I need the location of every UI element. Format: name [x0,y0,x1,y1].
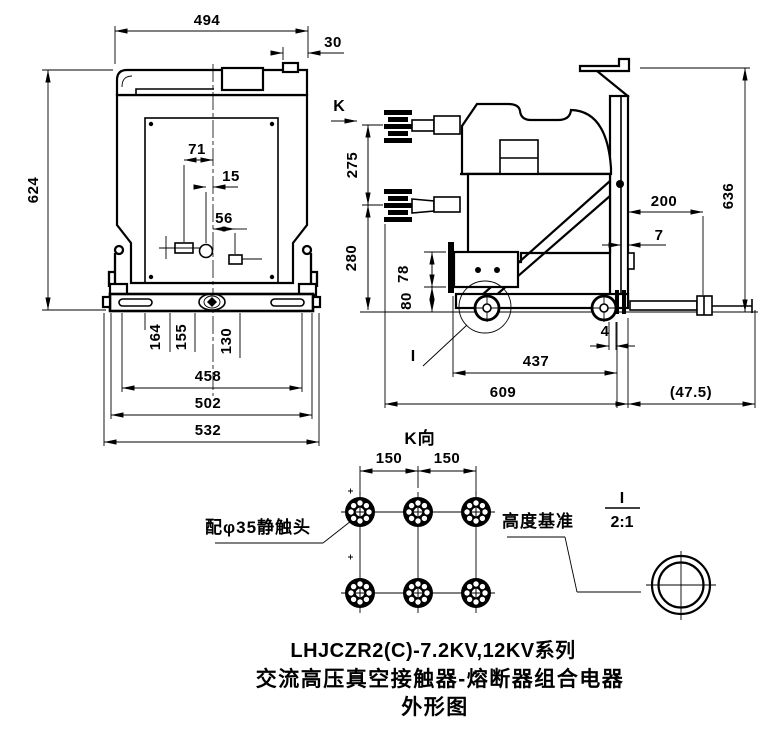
dim-200: 200 [651,193,678,210]
lower-bracket [452,250,520,289]
static-contact-label: 配φ35静触头 [205,517,311,537]
wheel-left [473,294,501,322]
k-view-label: K向 [404,428,435,448]
dim-4: 4 [601,323,610,340]
height-datum-label: 高度基准 [502,511,574,531]
dim-80: 80 [398,292,415,310]
front-top-clip [281,61,300,74]
dim-502: 502 [195,395,222,412]
title-line2: 交流高压真空接触器-熔断器组合电器 [256,667,625,691]
front-top-box [220,66,265,92]
front-view-dimensions: 494 30 624 71 15 56 [25,12,344,446]
title-block: LHJCZR2(C)-7.2KV,12KV系列 交流高压真空接触器-熔断器组合电… [256,639,625,719]
view-arrow-K: K [333,98,345,115]
dim-56: 56 [215,210,233,227]
title-line3: 外形图 [401,695,469,719]
detail-circle-I [458,280,512,334]
dim-636: 636 [720,183,737,210]
dim-609: 609 [490,384,517,401]
dim-275: 275 [344,152,361,179]
dim-150-left: 150 [376,450,403,467]
detail-scale: 2:1 [610,514,633,531]
dim-532: 532 [195,422,222,439]
dim-437: 437 [523,353,550,370]
dim-7: 7 [655,227,664,244]
dim-47-5: (47.5) [670,384,712,401]
wheel-right [590,294,618,322]
rail-slot-right [270,298,305,307]
front-top-bar [115,68,309,97]
handle-rod [629,295,753,316]
mount-hook-right [297,244,319,297]
dim-150-right: 150 [434,450,461,467]
bottom-view-k: K向 150 150 配φ35静触头 高度基准 [205,428,641,613]
panel-bolt [616,180,624,188]
panel-components [159,236,262,265]
middle-block [466,172,612,264]
dim-71: 71 [188,141,206,158]
dim-155: 155 [173,324,190,351]
dim-280: 280 [343,245,360,272]
lower-terminal [384,189,461,222]
dim-458: 458 [195,368,222,385]
side-view: K [331,57,758,408]
detail-label: I [620,490,624,507]
dim-164: 164 [147,324,164,351]
dim-494: 494 [194,12,221,29]
dim-30: 30 [324,34,342,51]
mount-hook-left [107,244,129,297]
front-body-outline [115,93,309,285]
rail-center-emblem [198,293,226,311]
rear-panel [608,94,630,302]
dim-624: 624 [25,177,42,204]
dim-78: 78 [395,265,412,283]
front-view: 494 30 624 71 15 56 [25,12,344,446]
rail-slot-left [118,298,153,307]
title-line1: LHJCZR2(C)-7.2KV,12KV系列 [290,639,575,662]
dim-130: 130 [218,328,235,355]
upper-terminal [384,110,461,143]
dim-15: 15 [222,168,240,185]
front-inner-panel [144,117,279,284]
detail-view-I: I 2:1 [605,490,716,620]
detail-marker-I: I [411,348,415,365]
side-view-dimensions: 275 280 78 80 200 7 636 4 [343,67,756,408]
top-flange [578,57,631,73]
panel-corner-screws [148,121,275,280]
